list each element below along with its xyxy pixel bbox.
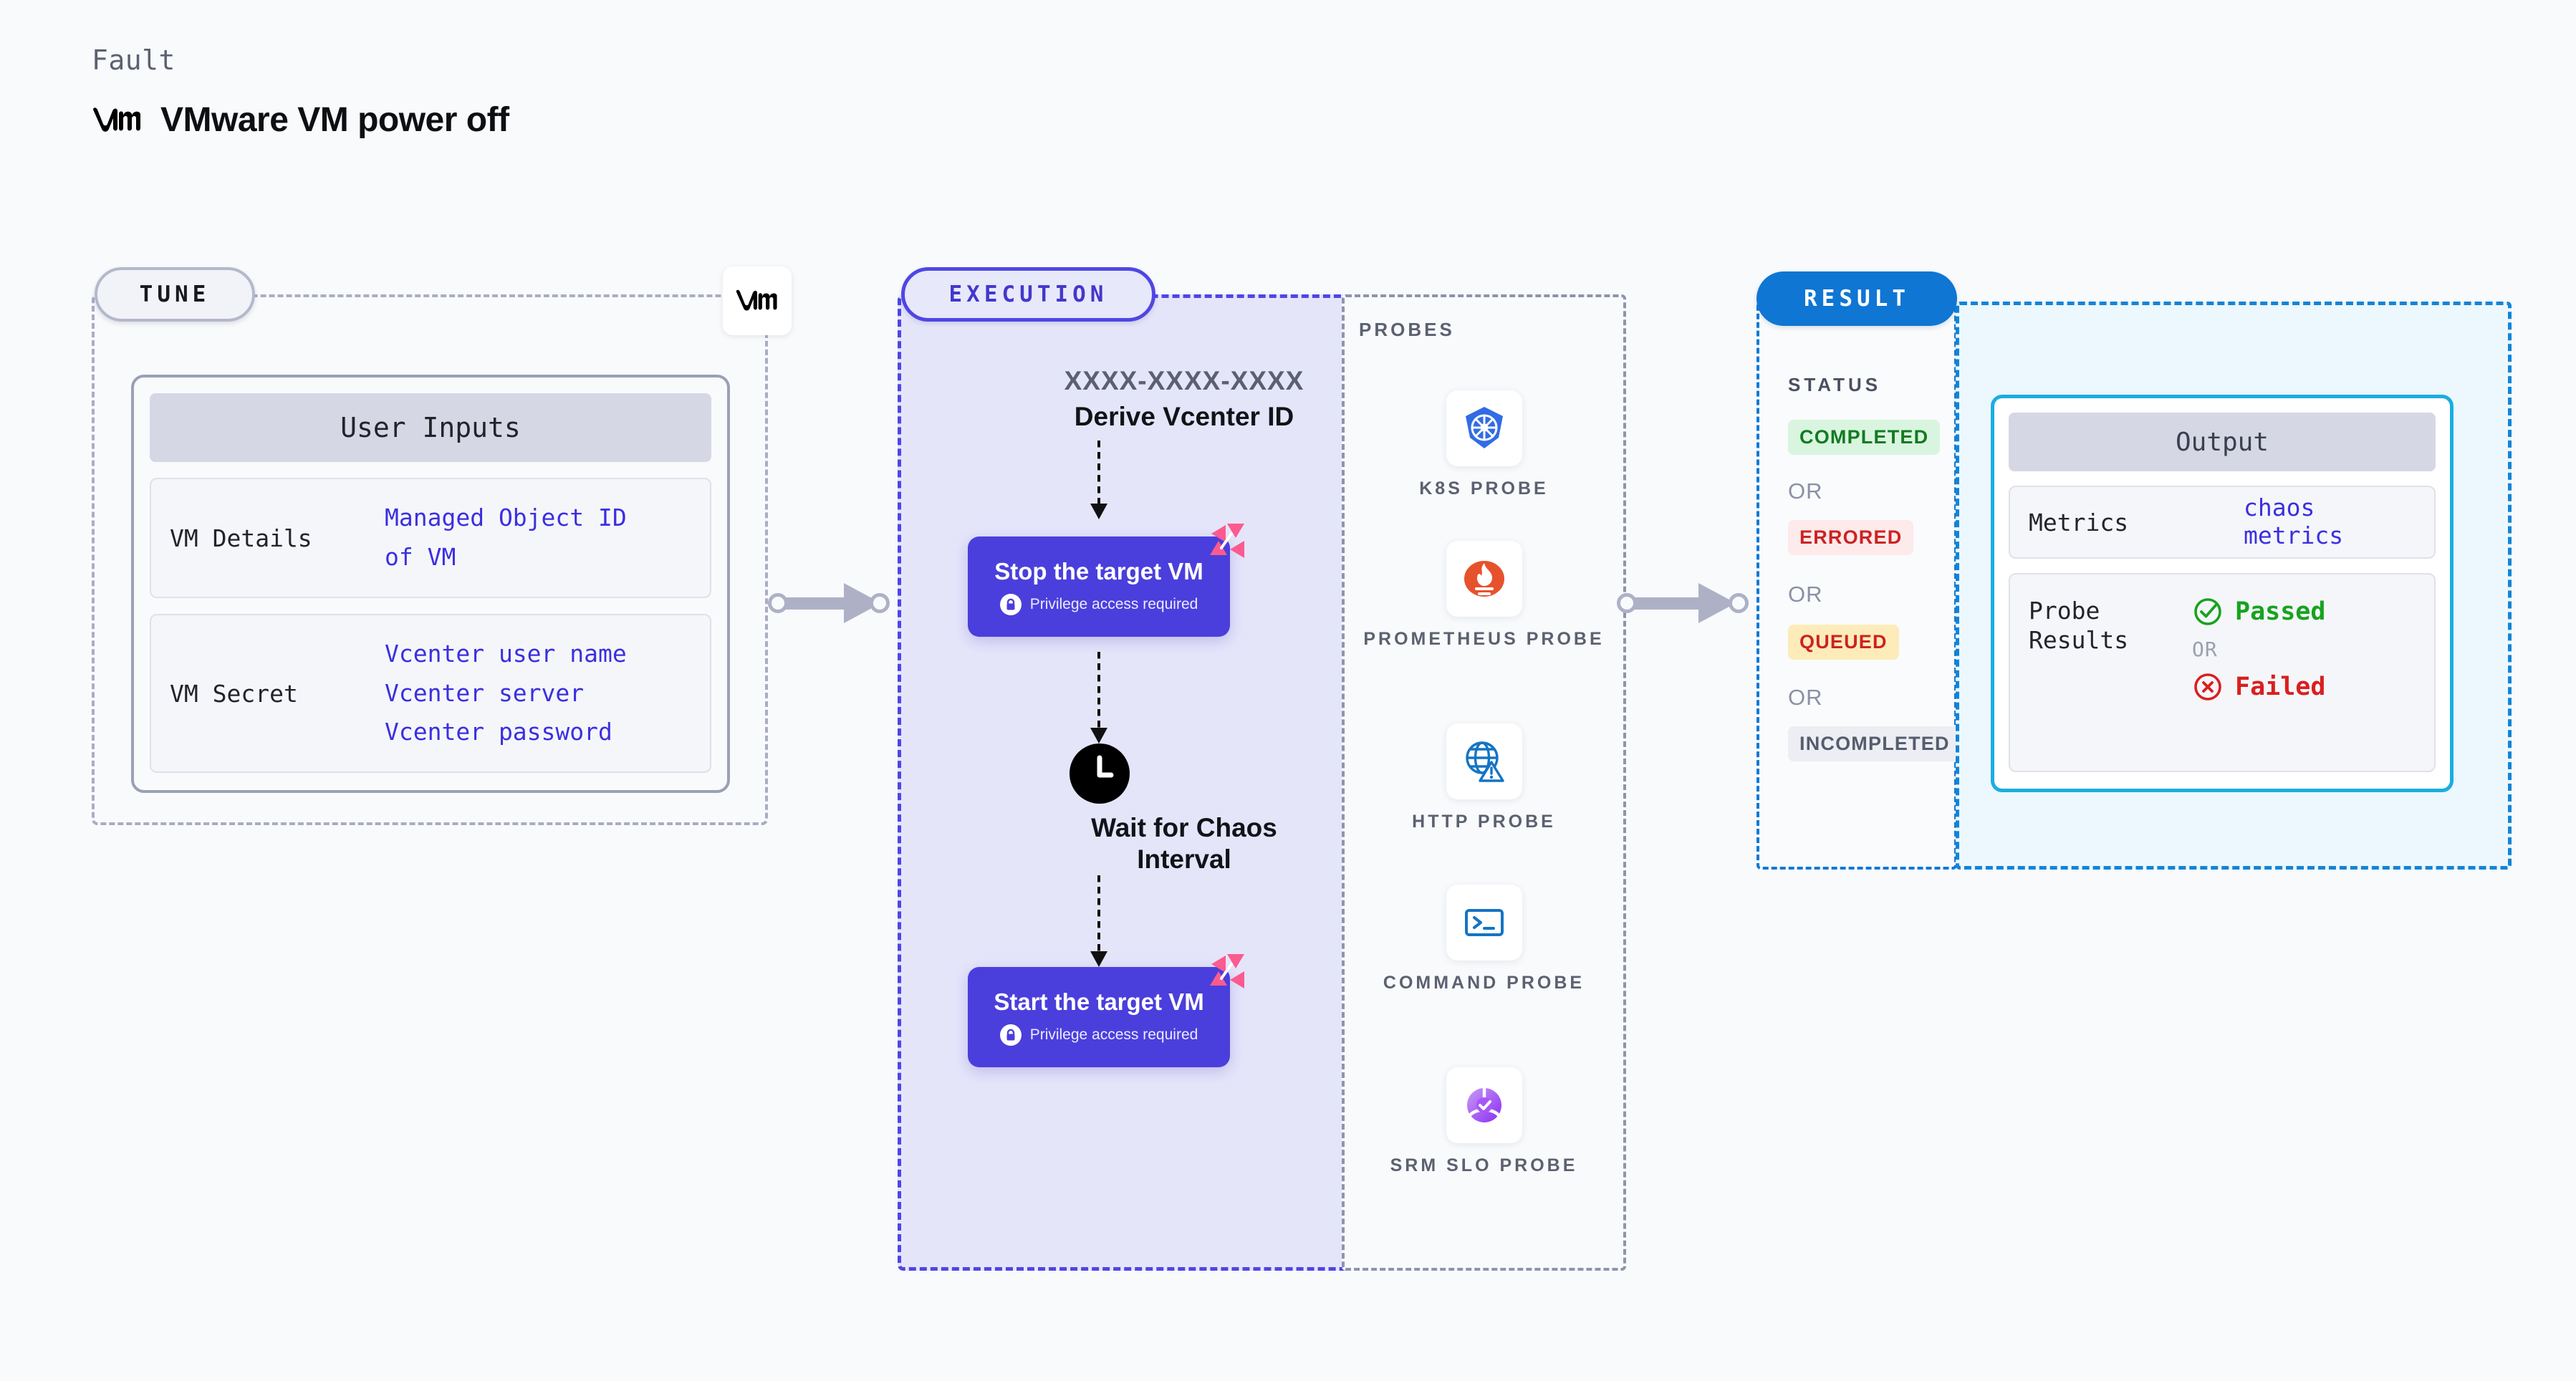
status-or-separator: OR [1788,582,1823,607]
execution-step-start-vm[interactable]: Start the target VM Privilege access req… [968,954,1244,1067]
lock-icon [999,594,1022,615]
probe-label: HTTP PROBE [1412,812,1556,832]
execution-step-title: Stop the target VM [994,558,1203,584]
flow-arrow [1090,441,1107,519]
probes-title: PROBES [1359,319,1455,340]
tune-pill-label: TUNE [95,267,255,322]
x-circle-icon [2194,673,2221,701]
tune-row-vm-secret: VM Secret Vcenter user name Vcenter serv… [150,614,711,773]
derive-vcenter-id-label: Derive Vcenter ID [1074,402,1294,431]
tune-value: Vcenter password [385,718,612,746]
vmware-vm-logo-icon [736,289,777,311]
status-or-separator: OR [1788,478,1823,504]
derive-vcenter-id-value: XXXX-XXXX-XXXX [1064,366,1304,395]
execution-step-stop-vm[interactable]: Stop the target VM Privilege access requ… [968,524,1244,637]
probe-label: SRM SLO PROBE [1390,1155,1578,1175]
tune-value: Vcenter user name [385,639,627,668]
lock-icon [999,1024,1022,1046]
probe-result-or-separator: OR [2192,637,2218,661]
probe-item-srm-slo[interactable]: SRM SLO PROBE [1342,1067,1626,1177]
tune-row-label: VM Details [170,524,312,552]
output-title: Output [2009,413,2436,471]
output-row-metrics: Metrics chaos metrics [2009,486,2436,559]
probe-result-failed-label: Failed [2235,673,2326,701]
chaos-pinwheel-icon [1210,954,1244,988]
tune-value: Managed Object ID [385,504,627,532]
page-header: Fault VMware VM power off [92,44,509,140]
execution-pill-label: EXECUTION [901,267,1155,322]
status-title: STATUS [1788,374,1882,395]
tune-row-values: Vcenter user name Vcenter server Vcenter… [385,640,627,747]
output-row-probe-results: Probe Results Passed OR Failed [2009,573,2436,772]
probe-item-k8s[interactable]: K8S PROBE [1342,390,1626,500]
check-circle-icon [2194,598,2221,625]
probe-result-passed-label: Passed [2235,597,2326,626]
probe-label: COMMAND PROBE [1383,973,1585,993]
result-pill-label: RESULT [1756,271,1957,326]
probe-result-failed: Failed [2192,671,2325,703]
terminal-icon [1464,909,1504,936]
privilege-text: Privilege access required [1029,596,1198,612]
flow-arrow [1090,875,1107,967]
result-status-panel [1756,302,1957,870]
fault-kicker: Fault [92,44,176,76]
privilege-notice: Privilege access required [999,594,1198,615]
execution-step-title: Start the target VM [994,988,1204,1015]
kubernetes-icon [1465,407,1503,448]
status-badge-queued: QUEUED [1788,625,1899,660]
probe-result-values: Passed OR Failed [2192,596,2325,703]
probe-label: PROMETHEUS PROBE [1363,629,1605,649]
vmware-vm-logo-icon [93,107,140,132]
connector-execution-to-result [1617,577,1756,629]
prometheus-icon [1464,561,1504,597]
status-badge-errored: ERRORED [1788,520,1914,555]
probe-icon-tile [1446,1067,1522,1143]
tune-row-vm-details: VM Details Managed Object ID of VM [150,478,711,598]
connector-tune-to-execution [768,577,897,629]
output-metrics-value: chaos metrics [2244,494,2344,549]
user-inputs-card: User Inputs VM Details Managed Object ID… [131,375,730,793]
wait-label-line2: Interval [1137,844,1231,874]
output-row-label: Metrics [2029,508,2129,536]
page-title: VMware VM power off [160,101,509,139]
status-badge-completed: COMPLETED [1788,420,1941,455]
tune-row-label: VM Secret [170,679,298,708]
http-globe-warning-icon [1465,741,1504,782]
output-card: Output Metrics chaos metrics Probe Resul… [1991,395,2454,792]
probe-item-http[interactable]: HTTP PROBE [1342,723,1626,833]
output-row-label: Probe Results [2029,597,2129,655]
probe-result-passed: Passed [2192,596,2325,627]
probe-icon-tile [1446,541,1522,617]
status-or-separator: OR [1788,685,1823,710]
tune-row-values: Managed Object ID of VM [385,504,627,572]
flow-arrow [1090,652,1107,744]
privilege-notice: Privilege access required [999,1024,1198,1046]
wait-for-chaos-interval-label: Wait for Chaos Interval [898,812,1471,875]
probe-item-prometheus[interactable]: PROMETHEUS PROBE [1342,541,1626,650]
wait-label-line1: Wait for Chaos [1091,813,1277,842]
user-inputs-title: User Inputs [150,393,711,462]
probe-label: K8S PROBE [1419,478,1549,499]
clock-icon [1070,744,1130,804]
probe-icon-tile [1446,390,1522,466]
privilege-text: Privilege access required [1029,1026,1198,1043]
srm-slo-icon [1466,1088,1501,1122]
probe-icon-tile [1446,723,1522,799]
chaos-pinwheel-icon [1210,524,1244,558]
probe-item-command[interactable]: COMMAND PROBE [1342,885,1626,994]
tune-value: Vcenter server [385,678,585,707]
tune-value: of VM [385,543,456,571]
fault-title-row: VMware VM power off [92,100,509,140]
vmware-vm-logo-badge [723,266,792,335]
status-badge-incompleted: INCOMPLETED [1788,726,1961,761]
probe-icon-tile [1446,885,1522,961]
